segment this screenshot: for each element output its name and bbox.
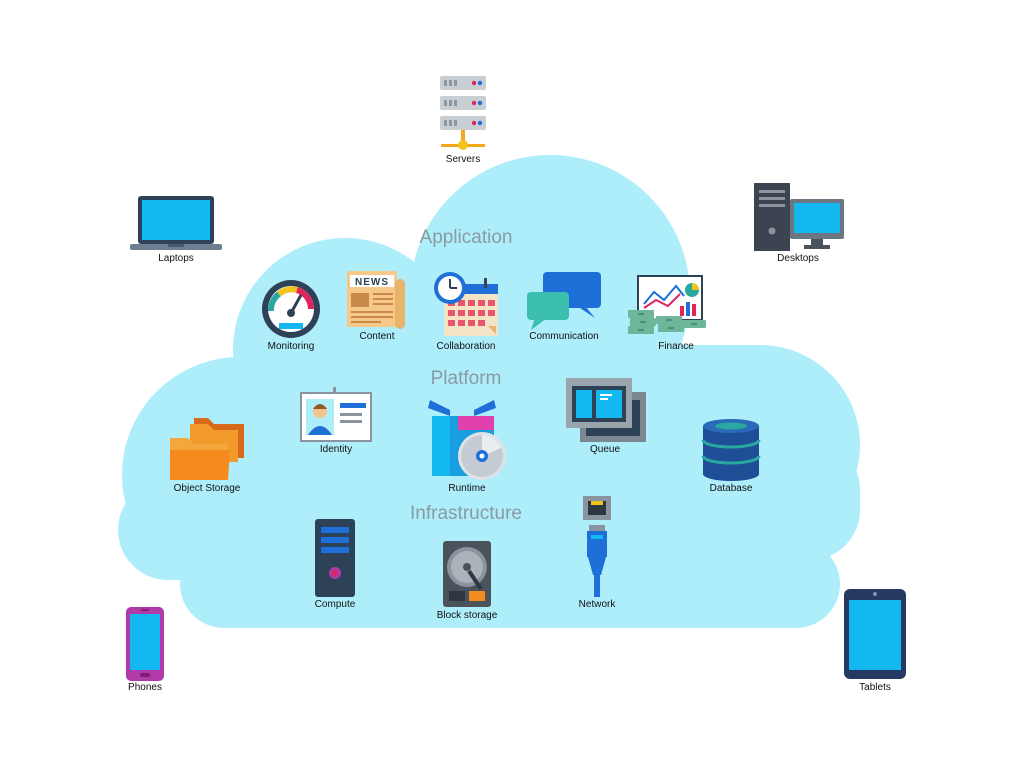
gauge-icon — [262, 280, 320, 338]
block-storage-label: Block storage — [436, 610, 498, 621]
network-cable-icon — [583, 496, 611, 597]
laptop-icon — [130, 196, 222, 250]
tablets-label: Tablets — [859, 682, 891, 693]
id-card-icon — [300, 387, 372, 442]
servers-label: Servers — [445, 154, 481, 165]
object-storage-label: Object Storage — [173, 483, 241, 494]
monitoring-label: Monitoring — [267, 341, 315, 352]
calendar-clock-icon — [434, 272, 498, 336]
hard-drive-icon — [443, 541, 491, 607]
runtime-label: Runtime — [448, 483, 486, 494]
identity-label: Identity — [319, 444, 353, 455]
section-title-platform: Platform — [430, 368, 502, 389]
laptops-label: Laptops — [158, 253, 194, 264]
queue-windows-icon — [566, 378, 646, 442]
network-label: Network — [578, 599, 616, 610]
desktop-icon — [754, 183, 844, 251]
finance-chart-icon — [628, 275, 706, 334]
content-label: Content — [359, 331, 395, 342]
section-title-application: Application — [419, 227, 513, 248]
phones-label: Phones — [128, 682, 162, 693]
newspaper-icon: NEWS — [347, 271, 405, 329]
content-badge: NEWS — [355, 277, 389, 288]
compute-label: Compute — [314, 599, 356, 610]
desktops-label: Desktops — [777, 253, 819, 264]
tablet-icon — [844, 589, 906, 679]
servers-icon — [440, 76, 486, 150]
communication-label: Communication — [529, 331, 599, 342]
finance-label: Finance — [658, 341, 694, 352]
server-tower-icon — [315, 519, 355, 597]
database-icon — [701, 419, 761, 481]
queue-label: Queue — [589, 444, 621, 455]
folder-icon — [170, 418, 244, 480]
phone-icon — [126, 607, 164, 681]
collaboration-label: Collaboration — [436, 341, 496, 352]
chat-bubbles-icon — [527, 272, 601, 330]
database-label: Database — [709, 483, 753, 494]
software-box-icon — [428, 400, 506, 480]
section-title-infrastructure: Infrastructure — [410, 503, 522, 524]
